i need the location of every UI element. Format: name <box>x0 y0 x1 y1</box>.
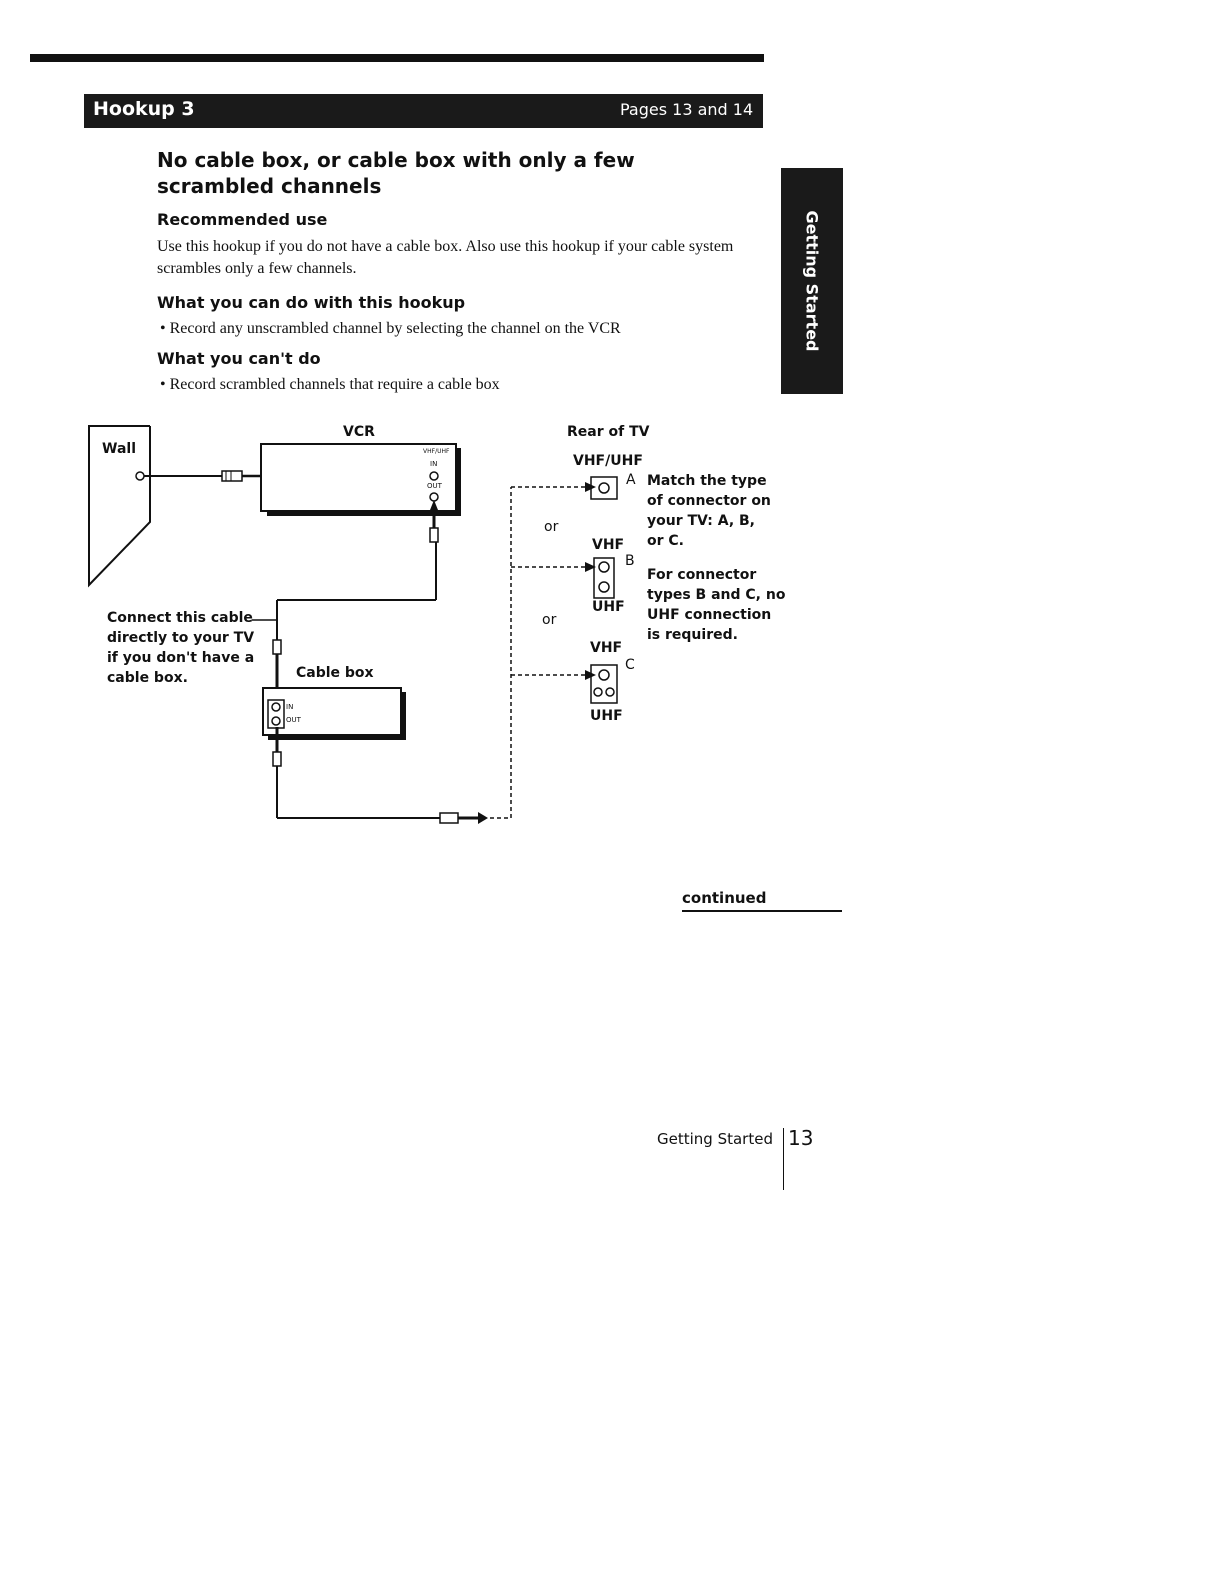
vhf-uhf-label: VHF/UHF <box>573 453 643 469</box>
vcr-out-label: OUT <box>427 482 442 490</box>
connect-cable-note: Connect this cable directly to your TV i… <box>107 610 255 686</box>
cant-do-heading: What you can't do <box>157 349 321 368</box>
connector-types-note: For connector types B and C, no UHF conn… <box>647 567 786 643</box>
connector-c-uhf-left-jack-icon <box>593 687 603 697</box>
match-connector-note: Match the type of connector on your TV: … <box>647 473 771 549</box>
cable-box-in-jack-icon <box>271 702 281 712</box>
vhf-b-label: VHF <box>592 537 625 553</box>
cable-box-out-label: OUT <box>286 716 301 724</box>
cable-box-label: Cable box <box>296 665 374 681</box>
page-number: 13 <box>788 1126 814 1150</box>
footer-rule <box>783 1128 784 1190</box>
pages-label: Pages 13 and 14 <box>620 100 754 119</box>
vcr-out-cable <box>272 500 439 690</box>
connector-a-jack-icon <box>598 482 610 494</box>
rear-of-tv-label: Rear of TV <box>567 424 650 440</box>
wall-shape <box>88 425 151 588</box>
cable-box-out-cable <box>272 727 488 824</box>
vcr-in-label: IN <box>430 460 438 468</box>
vcr-out-jack-icon <box>429 492 439 502</box>
connector-c-vhf-jack-icon <box>598 669 610 681</box>
cable-box-in-label: IN <box>286 703 294 711</box>
cant-do-bullet: • Record scrambled channels that require… <box>160 376 500 393</box>
continued-rule <box>682 910 842 912</box>
vcr-port-label: VHF/UHF <box>423 448 450 455</box>
connector-c-label: C <box>625 657 635 673</box>
recommended-text: Use this hookup if you do not have a cab… <box>157 238 734 277</box>
vcr-in-jack-icon <box>429 471 439 481</box>
cable-box-shape <box>262 687 406 740</box>
or-label-1: or <box>544 519 559 535</box>
side-tab <box>781 168 843 394</box>
footer-section-label: Getting Started <box>657 1130 773 1148</box>
page-title: No cable box, or cable box with only a f… <box>157 148 635 198</box>
recommended-heading: Recommended use <box>157 210 328 229</box>
connector-a-label: A <box>626 472 636 488</box>
can-do-heading: What you can do with this hookup <box>157 293 466 312</box>
hookup-label: Hookup 3 <box>93 98 195 120</box>
cable-box-out-jack-icon <box>271 716 281 726</box>
connector-b-uhf-jack-icon <box>598 581 610 593</box>
continued-label: continued <box>682 889 767 907</box>
vhf-c-label: VHF <box>590 640 623 656</box>
dashed-connection-lines <box>490 486 585 819</box>
or-label-2: or <box>542 612 557 628</box>
can-do-bullet: • Record any unscrambled channel by sele… <box>160 320 621 337</box>
vcr-box <box>260 443 461 516</box>
connector-b-label: B <box>625 553 635 569</box>
connector-c-uhf-right-jack-icon <box>605 687 615 697</box>
uhf-b-label: UHF <box>592 599 625 615</box>
connector-b-vhf-jack-icon <box>598 561 610 573</box>
top-rule <box>30 54 764 62</box>
vcr-label: VCR <box>343 424 375 440</box>
uhf-c-label: UHF <box>590 708 623 724</box>
wall-outlet-icon <box>135 471 145 481</box>
wall-label: Wall <box>102 441 136 457</box>
header-bar <box>84 94 763 128</box>
